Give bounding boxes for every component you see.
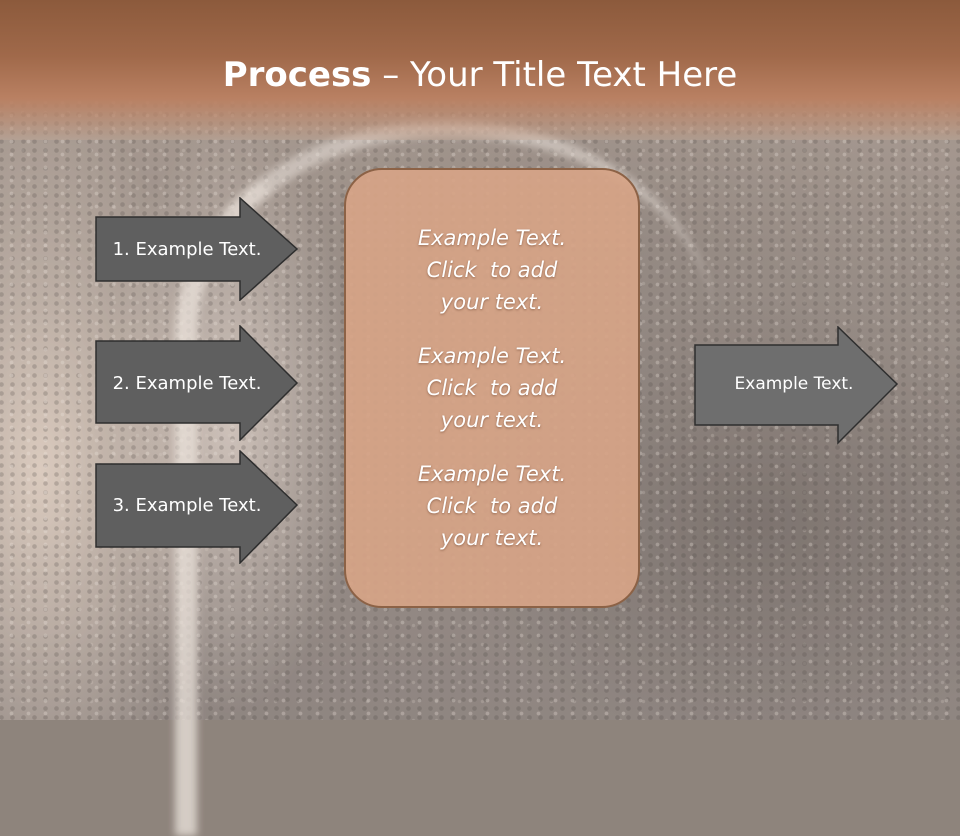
- center-text-line: Example Text.: [417, 462, 567, 486]
- step-label-1: 1. Example Text.: [112, 238, 262, 260]
- step-arrow-1[interactable]: 1. Example Text.: [95, 197, 299, 301]
- title-bold: Process: [222, 55, 372, 95]
- arrow-shape-icon: [95, 325, 299, 441]
- center-text-line: your text.: [440, 408, 544, 432]
- center-text-line: Example Text.: [417, 226, 567, 250]
- title-band: [0, 0, 960, 140]
- slide-title[interactable]: Process – Your Title Text Here: [0, 50, 960, 100]
- arrow-shape-icon: [694, 326, 899, 445]
- center-text-item[interactable]: Example Text. Click to add your text.: [418, 222, 566, 318]
- center-text-item[interactable]: Example Text. Click to add your text.: [418, 458, 566, 554]
- center-text-line: Example Text.: [417, 344, 567, 368]
- arrow-shape-icon: [95, 450, 299, 564]
- arrow-shape-icon: [95, 197, 299, 301]
- center-text-line: Click to add: [426, 494, 558, 518]
- step-label-3: 3. Example Text.: [112, 494, 262, 516]
- center-text-line: Click to add: [426, 258, 558, 282]
- step-arrow-3[interactable]: 3. Example Text.: [95, 450, 299, 564]
- result-arrow[interactable]: Example Text.: [694, 326, 900, 446]
- center-text-box[interactable]: Example Text. Click to add your text. Ex…: [344, 168, 640, 608]
- center-text-line: your text.: [440, 290, 544, 314]
- center-text-item[interactable]: Example Text. Click to add your text.: [418, 340, 566, 436]
- step-arrow-2[interactable]: 2. Example Text.: [95, 325, 299, 441]
- title-rest: – Your Title Text Here: [371, 55, 738, 95]
- center-text-line: Click to add: [426, 376, 558, 400]
- center-text-line: your text.: [440, 526, 544, 550]
- result-label: Example Text.: [734, 374, 854, 394]
- step-label-2: 2. Example Text.: [112, 372, 262, 394]
